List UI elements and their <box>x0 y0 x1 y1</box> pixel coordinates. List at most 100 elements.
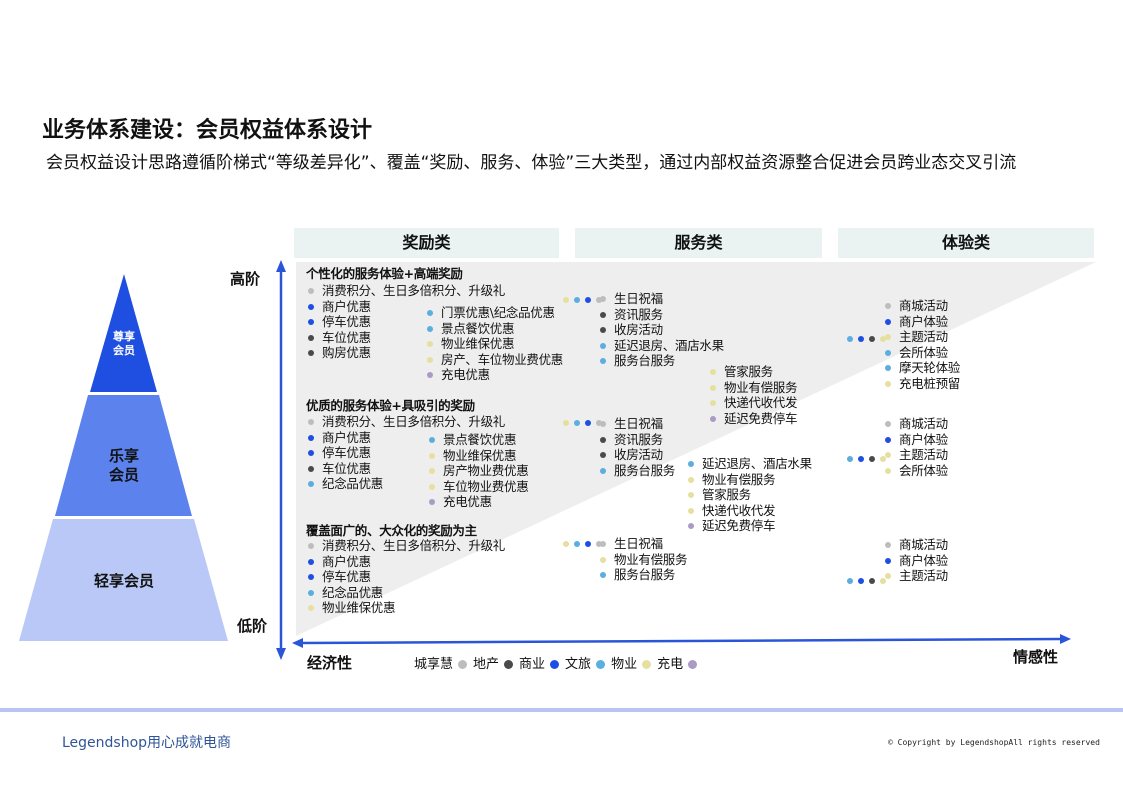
legend-dot-icon <box>688 660 698 669</box>
bullet-text: 商城活动 <box>899 537 948 552</box>
bullet-text: 资讯服务 <box>614 431 663 447</box>
tier0-reward-list-b: 门票优惠\纪念品优惠景点餐饮优惠物业维保优惠房产、车位物业费优惠充电优惠 <box>425 305 563 383</box>
bullet-dot-icon <box>429 452 435 459</box>
bullet-text: 景点餐饮优惠 <box>443 432 517 447</box>
category-dot-icon <box>563 541 569 547</box>
bullet-item: 商户优惠 <box>306 554 505 570</box>
tier-title-premium: 个性化的服务体验+高端奖励 <box>306 266 463 281</box>
pyramid-label-premium: 尊享 会员 <box>113 330 135 357</box>
bullet-item: 生日祝福 <box>598 416 675 432</box>
bullet-item: 延迟免费停车 <box>686 518 812 534</box>
bullet-text: 物业有偿服务 <box>724 379 798 395</box>
tier0-experience-dots <box>847 336 891 344</box>
bullet-dot-icon <box>885 467 891 474</box>
legend-label: 地产 <box>473 657 500 672</box>
bullet-item: 车位物业费优惠 <box>427 479 529 495</box>
bullet-item: 纪念品优惠 <box>306 585 505 601</box>
bullet-dot-icon <box>427 325 433 332</box>
bullet-text: 主题活动 <box>899 447 948 462</box>
legend-dot-icon <box>596 660 606 669</box>
pyramid-mid-tier <box>55 395 192 516</box>
bullet-item: 生日祝福 <box>598 536 687 552</box>
bullet-text: 生日祝福 <box>614 536 663 551</box>
bullet-text: 服务台服务 <box>614 462 676 478</box>
bullet-item: 房产、车位物业费优惠 <box>425 352 563 368</box>
bullet-dot-icon <box>688 523 694 529</box>
bullet-item: 物业维保优惠 <box>425 336 563 352</box>
category-dot-icon <box>880 456 886 462</box>
bullet-item: 延迟退房、酒店水果 <box>598 338 724 354</box>
category-dot-icon <box>847 456 853 462</box>
bullet-text: 主题活动 <box>899 329 948 344</box>
category-dot-icon <box>574 420 580 426</box>
bullet-item: 停车优惠 <box>306 569 505 585</box>
tier1-reward-list-b: 景点餐饮优惠物业维保优惠房产物业费优惠车位物业费优惠充电优惠 <box>427 432 529 510</box>
tier1-experience-list: 商城活动商户体验主题活动会所体验 <box>883 416 948 478</box>
footer-copyright: © Copyright by LegendshopAll rights rese… <box>888 738 1100 747</box>
bullet-dot-icon <box>600 541 606 547</box>
bullet-dot-icon <box>427 356 433 363</box>
bullet-dot-icon <box>308 288 314 294</box>
category-dot-icon <box>585 541 591 547</box>
bullet-item: 收房活动 <box>598 322 724 338</box>
legend-label: 物业 <box>611 657 638 672</box>
bullet-dot-icon <box>885 349 891 356</box>
bullet-item: 会所体验 <box>883 345 960 361</box>
axis-label-low: 低阶 <box>237 617 268 635</box>
bullet-text: 纪念品优惠 <box>322 476 384 491</box>
legend-dot-icon <box>642 660 652 669</box>
bullet-text: 商户优惠 <box>322 429 371 445</box>
tier1-service-list-b: 延迟退房、酒店水果物业有偿服务管家服务快递代收代发延迟免费停车 <box>686 456 812 534</box>
legend-label: 城享慧 <box>414 657 454 672</box>
bullet-dot-icon <box>885 318 891 325</box>
bullet-item: 停车优惠 <box>306 314 505 330</box>
bullet-text: 纪念品优惠 <box>322 584 384 600</box>
column-header-service: 服务类 <box>575 228 822 258</box>
bullet-text: 生日祝福 <box>614 291 663 306</box>
bullet-text: 充电优惠 <box>443 494 492 509</box>
bullet-text: 延迟免费停车 <box>702 518 776 533</box>
bullet-item: 资讯服务 <box>598 432 675 448</box>
bullet-dot-icon <box>308 434 314 441</box>
bullet-dot-icon <box>308 350 314 356</box>
bullet-dot-icon <box>885 303 891 309</box>
tier1-experience-dots <box>847 456 891 464</box>
legend-item: 商业 <box>519 653 560 672</box>
bullet-dot-icon <box>885 452 891 458</box>
bullet-text: 快递代收代发 <box>724 395 798 410</box>
bullet-dot-icon <box>308 303 314 310</box>
bullet-item: 充电优惠 <box>427 494 528 510</box>
bullet-text: 摩天轮体验 <box>899 360 961 375</box>
bullet-item: 资讯服务 <box>598 307 724 323</box>
legend-item: 文旅 <box>565 653 606 672</box>
bullet-item: 车位优惠 <box>306 330 505 346</box>
bullet-item: 服务台服务 <box>598 353 724 369</box>
bullet-text: 延迟退房、酒店水果 <box>614 337 724 353</box>
bullet-item: 景点餐饮优惠 <box>425 321 563 337</box>
bullet-text: 房产、车位物业费优惠 <box>441 351 564 367</box>
bullet-text: 快递代收代发 <box>702 502 776 518</box>
bullet-dot-icon <box>885 436 891 443</box>
bullet-item: 快递代收代发 <box>708 395 798 411</box>
bullet-text: 停车优惠 <box>322 314 371 329</box>
category-dot-icon <box>880 336 886 342</box>
tier0-service-list-b: 管家服务物业有偿服务快递代收代发延迟免费停车 <box>708 364 798 426</box>
bullet-item: 延迟退房、酒店水果 <box>686 456 812 472</box>
bullet-dot-icon <box>308 558 314 565</box>
bullet-item: 商城活动 <box>883 416 948 432</box>
legend-dot-icon <box>504 660 514 669</box>
bullet-text: 车位优惠 <box>322 460 371 476</box>
axis-label-high: 高阶 <box>230 270 261 288</box>
bullet-dot-icon <box>600 342 606 349</box>
bullet-item: 景点餐饮优惠 <box>427 432 528 448</box>
axis-label-emotional: 情感性 <box>1013 648 1059 666</box>
axis-label-economic: 经济性 <box>307 654 353 672</box>
legend-dot-icon <box>458 660 468 669</box>
category-dot-icon <box>847 336 853 342</box>
bullet-dot-icon <box>710 369 716 375</box>
bullet-text: 房产物业费优惠 <box>443 463 529 478</box>
category-dot-icon <box>585 420 591 426</box>
bullet-text: 充电桩预留 <box>899 375 961 391</box>
bullet-dot-icon <box>429 437 435 443</box>
tier0-service-list-a: 生日祝福资讯服务收房活动延迟退房、酒店水果服务台服务 <box>598 291 724 369</box>
